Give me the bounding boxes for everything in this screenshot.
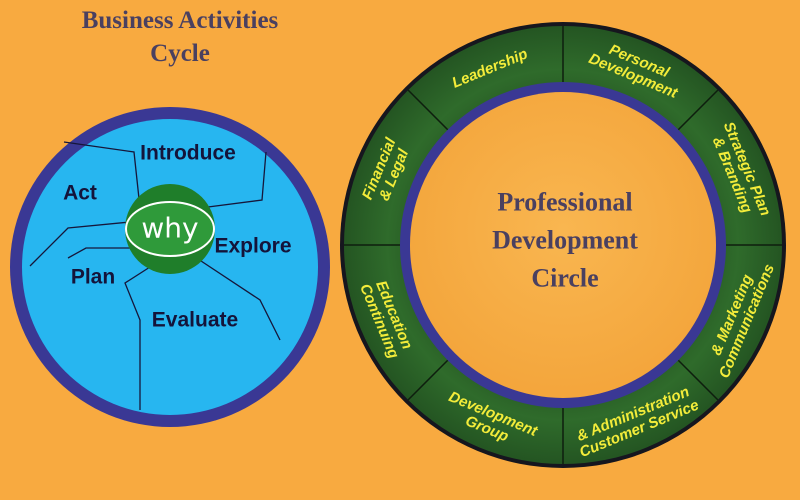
pd-circle: Professional Development Circle Leadersh… bbox=[340, 22, 786, 468]
why-center bbox=[125, 201, 215, 257]
stage-explore: Explore bbox=[214, 235, 291, 258]
pd-inner-disc bbox=[410, 92, 716, 398]
pd-title-line-3: Circle bbox=[531, 264, 598, 293]
business-cycle-title-line-2: Cycle bbox=[150, 40, 210, 67]
cycle-divider-lines bbox=[29, 141, 281, 410]
pd-ring-divider bbox=[677, 359, 719, 401]
business-cycle-title-line-1: Business Activities bbox=[81, 7, 279, 34]
stage-act: Act bbox=[63, 182, 97, 205]
stage-plan: Plan bbox=[71, 266, 115, 289]
pd-ring-divider bbox=[407, 359, 449, 401]
pd-ring-divider bbox=[407, 89, 449, 131]
business-cycle-title: Business Activities Cycle bbox=[30, 4, 330, 70]
stage-introduce: Introduce bbox=[140, 142, 236, 165]
stage-evaluate: Evaluate bbox=[152, 309, 238, 332]
why-center-label: why bbox=[141, 212, 198, 245]
business-cycle: why Introduce Explore Evaluate Plan Act bbox=[10, 107, 330, 427]
pd-title-line-2: Development bbox=[492, 226, 638, 255]
pd-ring-dividers bbox=[344, 26, 782, 464]
pd-title-line-1: Professional bbox=[497, 188, 632, 217]
pd-ring-divider bbox=[677, 89, 719, 131]
